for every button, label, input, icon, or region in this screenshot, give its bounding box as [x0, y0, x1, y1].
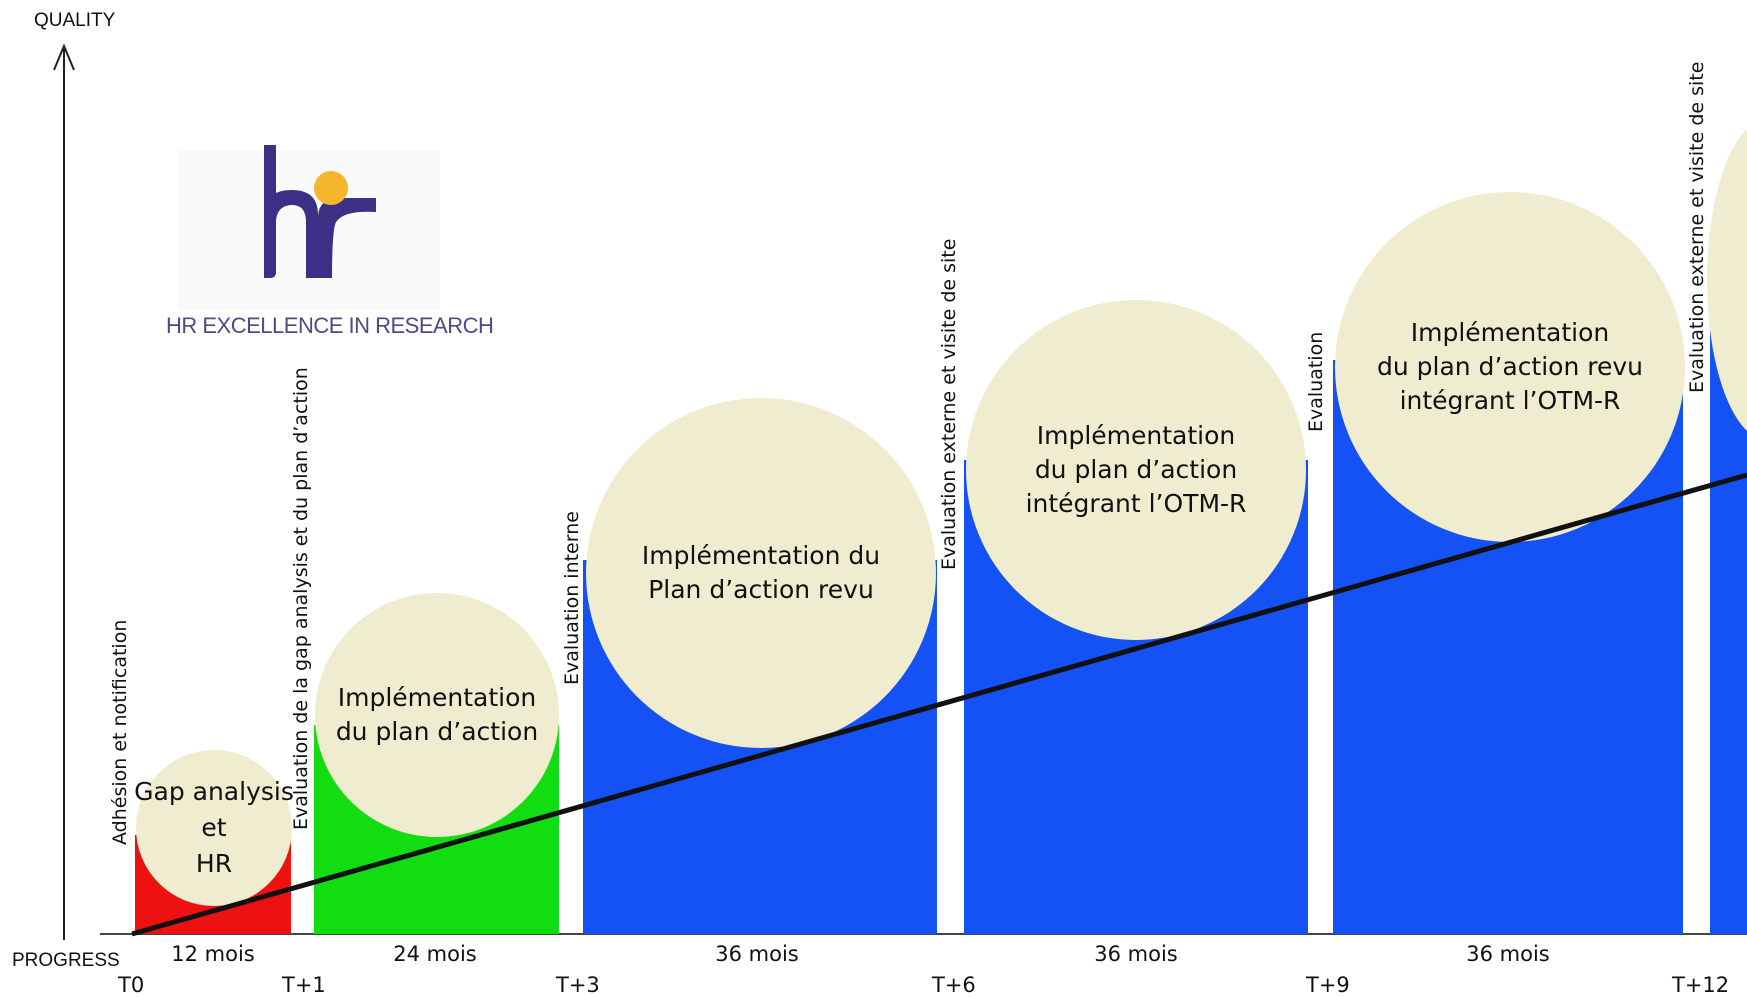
logo-subtitle: HR EXCELLENCE IN RESEARCH	[166, 313, 493, 338]
phase-circle-text: Implémentation du	[642, 541, 880, 570]
tick-label: T+1	[281, 973, 326, 997]
tick-label: T0	[117, 973, 144, 997]
duration-label: 36 mois	[715, 942, 798, 966]
duration-label: 24 mois	[393, 942, 476, 966]
progress-trend-line	[131, 472, 1747, 937]
phase-circle-text: Implémentation	[1411, 318, 1610, 347]
phase-circle-p2	[315, 593, 559, 837]
tick-label: T+6	[931, 973, 976, 997]
milestone-label: Evaluation	[1305, 332, 1327, 432]
milestone-label: Evaluation de la gap analysis et du plan…	[290, 367, 312, 830]
phase-circle-p5	[1335, 192, 1685, 542]
tick-label: T+9	[1305, 973, 1350, 997]
phase-circle-text: Gap analysis	[134, 777, 294, 806]
phase-circle-text: intégrant l’OTM-R	[1400, 386, 1621, 415]
milestone-labels: Adhésion et notification Evaluation de la…	[109, 62, 1708, 845]
milestone-label: Evaluation externe et visite de site	[1686, 62, 1708, 393]
milestone-label: Evaluation externe et visite de site	[938, 239, 960, 570]
phase-circle-text: Implémentation	[338, 683, 537, 712]
milestone-label: Adhésion et notification	[109, 620, 131, 845]
tick-label: T+12	[1671, 973, 1729, 997]
phase-circle-p4	[966, 300, 1306, 640]
phase-circle-text: Plan d’action revu	[648, 575, 874, 604]
phase-circle-text: du plan d’action	[336, 717, 538, 746]
phase-circle-text: et	[201, 813, 226, 842]
hr-logo-mark-icon	[264, 145, 376, 278]
phase-circle-text: du plan d’action revu	[1377, 352, 1643, 381]
phase-circle-text: du plan d’action	[1035, 455, 1237, 484]
phase-circle-text: intégrant l’OTM-R	[1026, 489, 1247, 518]
x-axis-label: PROGRESS	[12, 950, 120, 971]
duration-label: 36 mois	[1094, 942, 1177, 966]
y-axis	[53, 43, 75, 940]
milestone-label: Evaluation interne	[561, 511, 583, 685]
phase-circle-text: Implémentation	[1037, 421, 1236, 450]
duration-label: 36 mois	[1466, 942, 1549, 966]
y-axis-label: QUALITY	[34, 10, 116, 31]
tick-label: T+3	[555, 973, 600, 997]
duration-label: 12 mois	[171, 942, 254, 966]
phase-circle-p3	[586, 398, 936, 748]
phase-circle-p1	[136, 750, 292, 906]
hr-excellence-logo: HR EXCELLENCE IN RESEARCH	[166, 145, 494, 338]
phase-circle-text: HR	[196, 849, 232, 878]
phase-circle-next	[1707, 129, 1747, 431]
